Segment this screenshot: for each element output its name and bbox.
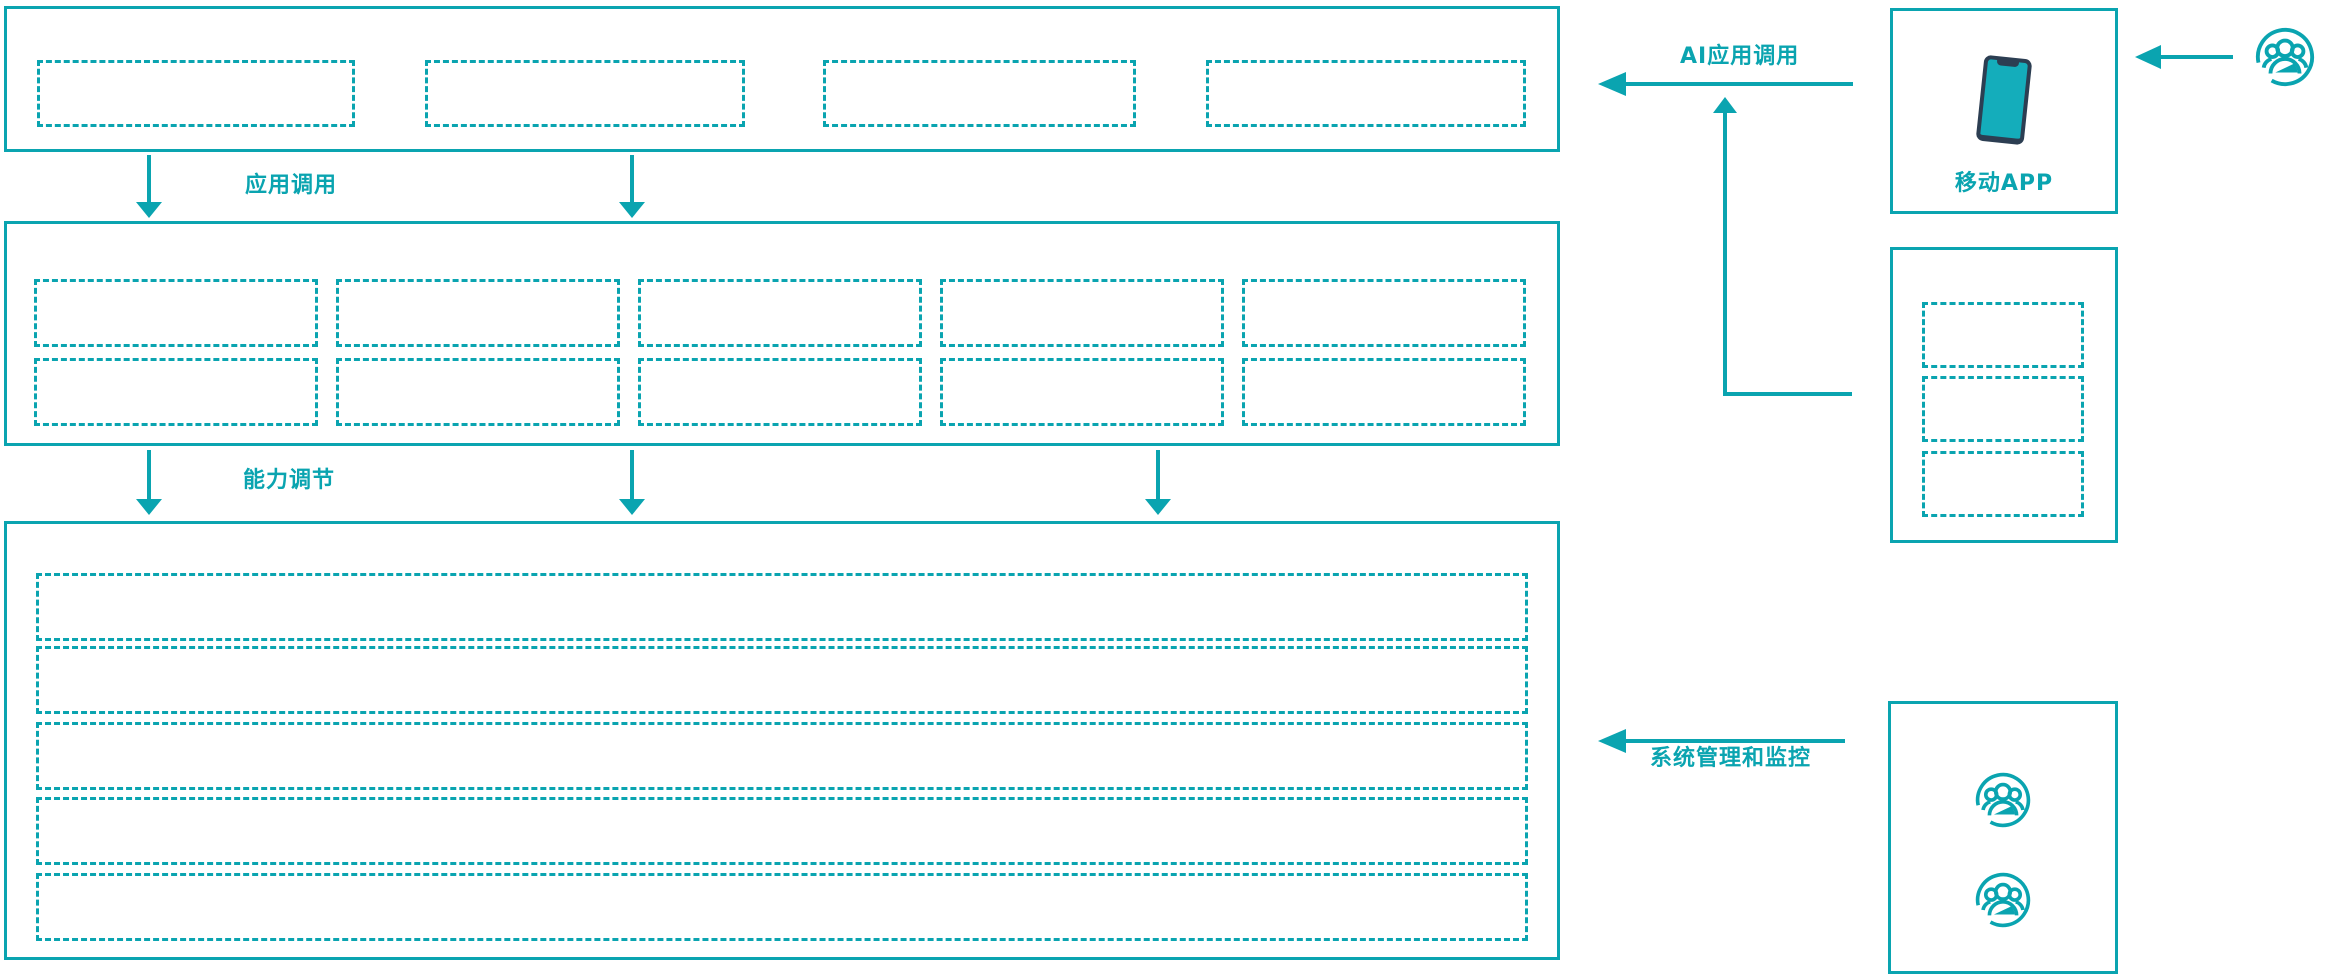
placeholder-box xyxy=(823,60,1136,127)
placeholder-box xyxy=(1242,358,1526,426)
channel-connector-horizontal xyxy=(1723,392,1852,396)
placeholder-box xyxy=(37,60,355,127)
placeholder-box xyxy=(34,358,318,426)
placeholder-box xyxy=(336,279,620,347)
system-monitor-arrow xyxy=(1626,739,1845,743)
placeholder-row xyxy=(36,646,1528,714)
bottom-layer-box xyxy=(4,521,1560,960)
placeholder-box xyxy=(336,358,620,426)
down-arrow-head-icon xyxy=(619,202,645,218)
down-arrow-head-icon xyxy=(136,202,162,218)
channel-connector-vertical xyxy=(1723,111,1727,394)
down-arrow-head-icon xyxy=(1145,499,1171,515)
down-arrow xyxy=(1156,450,1160,500)
placeholder-box xyxy=(638,358,922,426)
down-arrow xyxy=(147,155,151,203)
admin-monitor-box xyxy=(1888,701,2118,974)
placeholder-row xyxy=(36,797,1528,865)
user-group-icon xyxy=(2254,26,2316,88)
placeholder-box xyxy=(425,60,745,127)
ai-app-call-label: AI应用调用 xyxy=(1680,44,1800,69)
placeholder-box xyxy=(940,358,1224,426)
left-arrow-head-icon xyxy=(2135,45,2161,69)
placeholder-row xyxy=(36,722,1528,790)
phone-notch xyxy=(1996,59,2020,68)
user-group-icon xyxy=(1974,871,2032,929)
placeholder-box xyxy=(1242,279,1526,347)
placeholder-box xyxy=(1922,376,2084,442)
channel-box xyxy=(1890,247,2118,543)
middle-layer-box xyxy=(4,221,1560,446)
app-call-label: 应用调用 xyxy=(245,173,338,198)
down-arrow-head-icon xyxy=(619,499,645,515)
ai-app-call-arrow xyxy=(1626,82,1853,86)
mobile-app-label: 移动APP xyxy=(1954,171,2054,196)
placeholder-box xyxy=(34,279,318,347)
left-arrow-head-icon xyxy=(1598,729,1626,753)
user-group-icon xyxy=(1974,771,2032,829)
placeholder-box xyxy=(940,279,1224,347)
system-monitor-label: 系统管理和监控 xyxy=(1650,746,1812,771)
down-arrow xyxy=(147,450,151,500)
mobile-app-box: 移动APP xyxy=(1890,8,2118,214)
placeholder-box xyxy=(1206,60,1526,127)
smartphone-icon xyxy=(1975,54,2033,146)
placeholder-box xyxy=(1922,302,2084,368)
user-to-app-arrow xyxy=(2161,55,2233,59)
capability-call-label: 能力调节 xyxy=(243,468,336,493)
top-layer-box xyxy=(4,6,1560,152)
placeholder-box xyxy=(1922,451,2084,517)
left-arrow-head-icon xyxy=(1598,72,1626,96)
placeholder-row xyxy=(36,873,1528,941)
down-arrow xyxy=(630,155,634,203)
down-arrow xyxy=(630,450,634,500)
placeholder-row xyxy=(36,573,1528,641)
placeholder-box xyxy=(638,279,922,347)
up-arrow-head-icon xyxy=(1713,97,1737,113)
down-arrow-head-icon xyxy=(136,499,162,515)
